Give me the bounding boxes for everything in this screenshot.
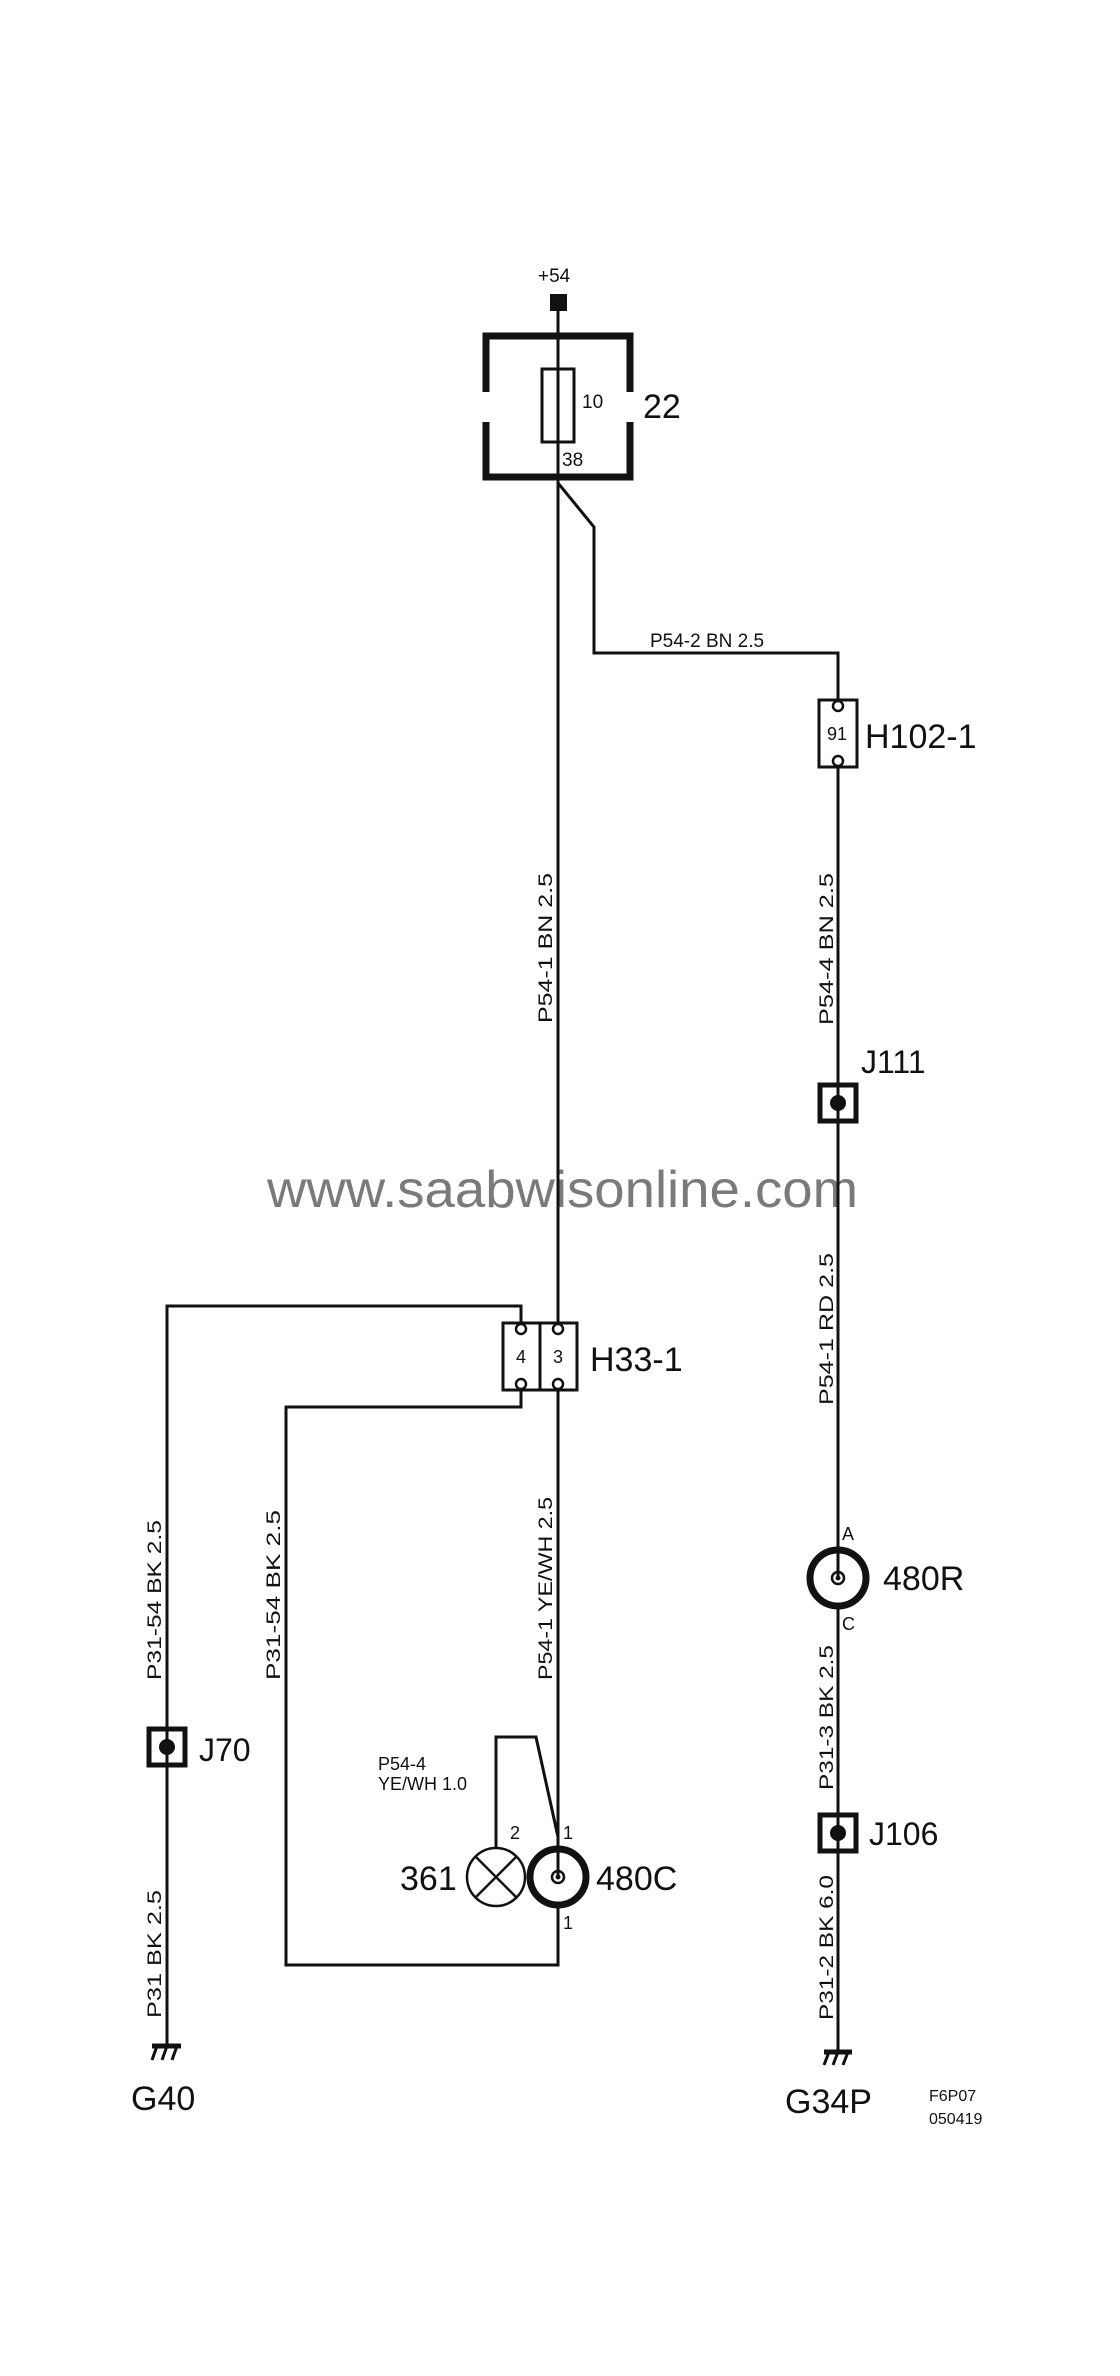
wire-left-outer (165, 1304, 523, 2046)
socket-480r-pin-a: A (842, 1524, 854, 1544)
connector-h102-pin: 91 (827, 724, 847, 744)
splice-j106-label: J106 (869, 1816, 938, 1852)
wire-label-left-ground: P31 BK 2.5 (145, 1890, 166, 2018)
ground-g34p-label: G34P (785, 2083, 872, 2121)
ground-g40: G40 (131, 2043, 195, 2118)
socket-480r: A C 480R (806, 1524, 964, 1634)
connector-h33-pin-4: 4 (516, 1347, 526, 1367)
fuse-rating: 10 (582, 392, 603, 413)
wire-label-lamp-line1: P54-4 (378, 1754, 426, 1774)
ground-g40-label: G40 (131, 2080, 195, 2118)
wire-label-center-lower: P54-1 YE/WH 2.5 (536, 1497, 557, 1680)
fusebox-id: 22 (643, 388, 681, 426)
drawing-code-line2: 050419 (929, 2111, 982, 2128)
wire-lamp-feed (494, 1735, 560, 1848)
splice-j70-label: J70 (199, 1732, 251, 1768)
wire-left-inner (284, 1389, 560, 1967)
splice-j70: J70 (146, 1726, 251, 1768)
drawing-code-line1: F6P07 (929, 2088, 976, 2105)
socket-480r-id: 480R (883, 1560, 964, 1598)
splice-j111-label: J111 (861, 1044, 926, 1080)
wire-label-left-inner: P31-54 BK 2.5 (264, 1510, 285, 1680)
socket-480c: 1 1 480C (526, 1823, 677, 1933)
connector-h102-1: 91 H102-1 (817, 698, 977, 769)
wire-label-lamp-line2: YE/WH 1.0 (378, 1774, 467, 1794)
supply-terminal: +54 (538, 266, 571, 333)
wire-label-right-upper: P54-4 BN 2.5 (817, 873, 838, 1025)
splice-dot-icon (159, 1739, 175, 1755)
fusebox-output-pin: 38 (562, 450, 583, 471)
wire-label-right-middle: P54-1 RD 2.5 (817, 1253, 838, 1405)
connector-h33-1: 4 3 H33-1 (501, 1321, 683, 1392)
wire-label-left-outer: P31-54 BK 2.5 (145, 1520, 166, 1680)
wire-branch-top (556, 482, 840, 700)
connector-h33-pin-3: 3 (553, 1347, 563, 1367)
wire-label-main-feed: P54-1 BN 2.5 (536, 873, 557, 1023)
supply-label: +54 (538, 266, 571, 287)
lamp-361: 2 361 (400, 1823, 527, 1908)
lamp-id: 361 (400, 1860, 457, 1898)
wire-label-right-ground: P31-2 BK 6.0 (817, 1875, 838, 2020)
fusebox-22: 10 22 38 (482, 332, 681, 481)
splice-j106: J106 (817, 1812, 938, 1854)
splice-dot-icon (830, 1095, 846, 1111)
splice-dot-icon (830, 1825, 846, 1841)
lamp-pin-2: 2 (510, 1823, 520, 1843)
socket-480c-pin-top: 1 (563, 1823, 573, 1843)
connector-h102-id: H102-1 (865, 718, 977, 756)
socket-480r-pin-c: C (842, 1614, 855, 1634)
watermark: www.saabwisonline.com (266, 1161, 858, 1219)
socket-480c-id: 480C (596, 1860, 677, 1898)
wire-label-branch-top: P54-2 BN 2.5 (650, 631, 764, 652)
connector-h33-id: H33-1 (590, 1341, 683, 1379)
ground-g34p: G34P (785, 2049, 872, 2121)
supply-square-icon (550, 294, 567, 311)
socket-480c-pin-bottom: 1 (563, 1913, 573, 1933)
wire-label-right-lower: P31-3 BK 2.5 (817, 1645, 838, 1790)
splice-j111: J111 (817, 1044, 926, 1124)
